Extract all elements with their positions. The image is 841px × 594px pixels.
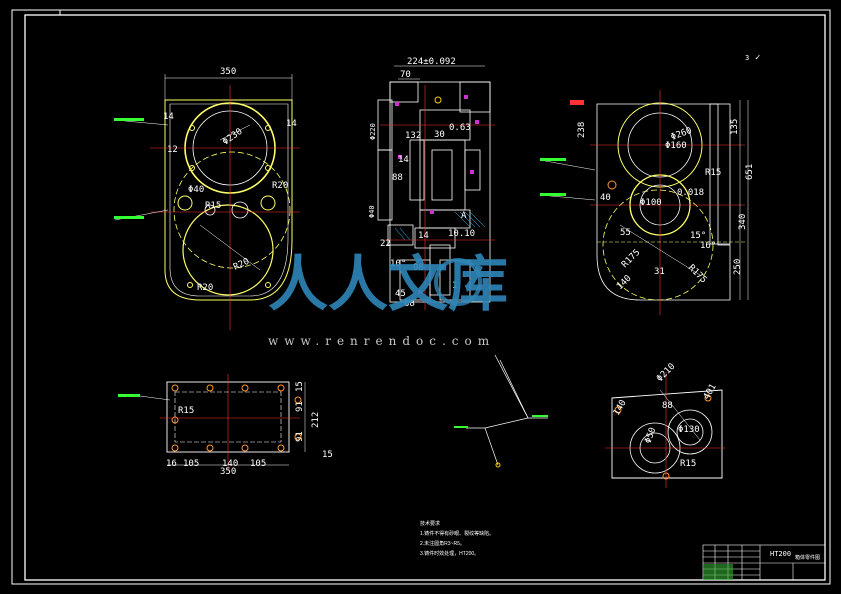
dim-40: 40	[600, 193, 611, 203]
dim-018: 0.018	[677, 188, 704, 198]
dim-d160: Φ160	[665, 141, 687, 151]
leader-note-6	[454, 426, 468, 428]
dim-238: 238	[577, 122, 587, 138]
dim-91a: 91	[295, 401, 305, 412]
dim-a10: 10°	[390, 259, 406, 269]
angle-detail	[466, 354, 548, 466]
notes-line-2: 2.未注圆角R3~R5。	[420, 540, 465, 547]
dim-70: 70	[400, 70, 411, 80]
dim-31: 31	[654, 267, 665, 277]
tb-part-name: 箱体零件图	[795, 554, 820, 561]
dim-88: 88	[392, 173, 403, 183]
tb-material: HT200	[770, 550, 791, 558]
dim-212: 212	[311, 412, 321, 428]
dim-d220: Φ220	[369, 123, 377, 140]
front-view	[114, 74, 300, 330]
dim-45: 45	[395, 289, 406, 299]
dim-98: 98	[413, 263, 424, 273]
dim-r20b: R20	[232, 257, 251, 273]
dim-datum-a: A	[461, 211, 467, 221]
leader-note-7	[532, 415, 548, 417]
dim-88-top: 88	[662, 401, 673, 411]
dim-r15-top: R15	[680, 459, 696, 469]
dim-140-top: 140	[612, 398, 629, 417]
dim-140-bottom: 140	[222, 459, 238, 469]
dim-top: 224±0.092	[407, 57, 456, 67]
leader-note-2	[114, 216, 144, 219]
dim-140: 140	[615, 274, 634, 293]
dim-132: 132	[405, 131, 421, 141]
notes-line-3: 3.铸件时效处理，HT200。	[420, 550, 479, 557]
dim-15b: 15	[322, 450, 333, 460]
watermark-url: www.renrendoc.com	[268, 334, 495, 348]
dim-r20c: R20	[197, 283, 213, 293]
dim-135: 135	[730, 119, 740, 135]
dim-14b: 14	[286, 119, 297, 129]
dim-14: 14	[398, 155, 409, 165]
dim-r20a: R20	[272, 181, 288, 191]
dim-30: 30	[434, 130, 445, 140]
dim-14a: 14	[163, 112, 174, 122]
dim-105b: 105	[250, 459, 266, 469]
dim-d100: Φ100	[640, 198, 662, 208]
section-point	[434, 96, 442, 104]
frame-corner-mark	[25, 10, 61, 16]
dim-55: 55	[620, 228, 631, 238]
leader-note-4	[540, 193, 566, 196]
dim-68: 68	[404, 299, 415, 309]
dim-350-bottom: 350	[220, 467, 236, 477]
dim-250: 250	[733, 259, 743, 275]
section-hatching	[394, 211, 486, 241]
watermark-logo-text: 人人文库	[268, 250, 508, 320]
side-section-view	[377, 65, 495, 310]
title-block	[702, 544, 826, 581]
dim-105a: 105	[183, 459, 199, 469]
notes-title: 技术要求	[420, 520, 440, 527]
top-view	[605, 372, 725, 488]
dim-063: 0.63	[449, 123, 471, 133]
angle-point	[495, 462, 501, 468]
roughness-text: 3	[745, 54, 749, 62]
bottom-view	[160, 374, 306, 470]
dim-r175b: R175	[686, 263, 708, 285]
dim-1010: 10.10	[448, 229, 475, 239]
dim-401: 401	[702, 382, 719, 401]
dim-d230: Φ230	[221, 127, 245, 148]
dim-width: 350	[220, 67, 236, 77]
dim-r175: R175	[620, 248, 642, 270]
dim-91b: 91	[295, 431, 305, 442]
dim-15a: 15	[295, 381, 305, 392]
dim-r15: R15	[705, 168, 721, 178]
leader-line-5	[139, 395, 171, 401]
red-marker	[570, 100, 584, 105]
dim-22: 22	[380, 239, 391, 249]
dim-14b: 14	[418, 231, 429, 241]
dim-16: 16	[166, 459, 177, 469]
dim-12: 12	[167, 145, 178, 155]
watermark-logo-ring	[434, 258, 482, 306]
dim-1: 1	[452, 281, 457, 291]
leader-note-1	[114, 118, 144, 121]
dim-d40: Φ40	[368, 205, 376, 218]
dim-a15: 15°	[690, 231, 706, 241]
inner-frame	[24, 14, 826, 581]
dim-r15-bottom: R15	[178, 406, 194, 416]
outer-frame	[11, 9, 831, 585]
dim-d130: Φ130	[678, 425, 700, 435]
notes-line-1: 1.铸件不得有砂眼、裂纹等缺陷。	[420, 530, 494, 537]
dim-a16: 16°	[700, 241, 716, 251]
dim-651: 651	[745, 164, 755, 180]
leader-note-3	[540, 158, 566, 161]
dim-340: 340	[738, 214, 748, 230]
roughness-symbol: ✓	[755, 53, 760, 63]
title-block-green-cells	[703, 564, 733, 580]
section-markers	[395, 95, 479, 294]
dim-r15: R15	[205, 201, 221, 211]
leader-note-5	[118, 394, 140, 397]
dim-d50: Φ50	[643, 426, 658, 445]
dim-d40: Φ40	[188, 185, 204, 195]
rear-view	[539, 90, 749, 315]
